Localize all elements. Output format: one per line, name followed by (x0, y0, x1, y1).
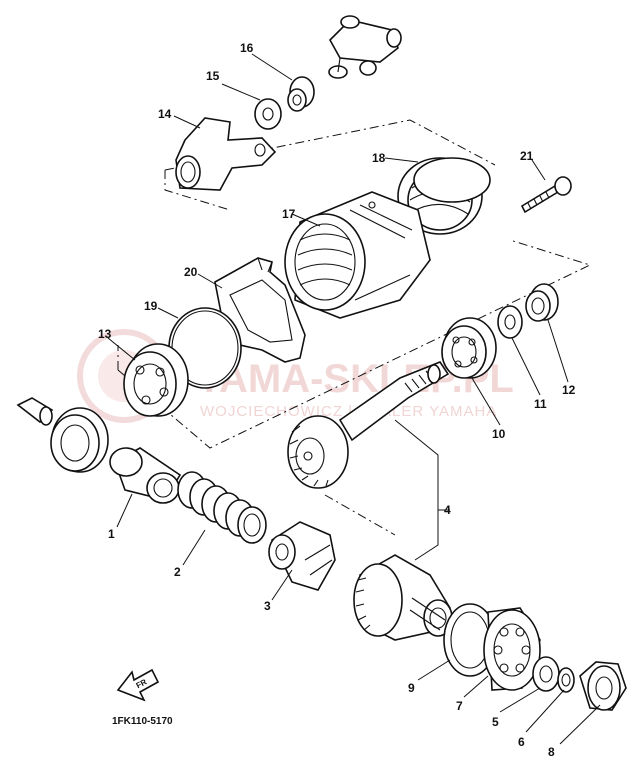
part-2-spring (177, 471, 267, 544)
callout-2: 2 (174, 565, 181, 579)
gear-pair-link (324, 419, 439, 561)
part-8-nut (579, 661, 627, 711)
callout-21: 21 (520, 149, 534, 163)
part-17-bellows (284, 191, 431, 319)
callout-18: 18 (372, 151, 386, 165)
callout-17: 17 (282, 207, 296, 221)
ring-gear (353, 554, 453, 641)
callout-4: 4 (444, 503, 451, 517)
part-21-bolt (520, 176, 572, 214)
callout-11: 11 (534, 397, 547, 411)
universal-joint-cross (328, 15, 402, 79)
callout-16: 16 (240, 41, 254, 55)
part-3-clutch (268, 521, 336, 591)
callout-14: 14 (158, 107, 172, 121)
part-13-bearing (123, 343, 189, 417)
part-1-sleeve (109, 447, 182, 504)
part-12-nut (525, 283, 559, 322)
part-4-pinion-shaft (287, 361, 450, 489)
drawing-code: 1FK110-5170 (112, 716, 173, 727)
callout-15: 15 (206, 69, 220, 83)
front-direction-arrow: FR (116, 668, 160, 702)
part-16-nut (287, 76, 315, 112)
part-7-bearing (483, 607, 541, 691)
part-6-lock-washer (557, 667, 575, 693)
callout-1: 1 (108, 527, 115, 541)
callout-10: 10 (492, 427, 506, 441)
part-10-bearing (441, 317, 497, 379)
watermark-dealer: WOJCIECHOWICZ | DEALER YAMAHA (200, 403, 497, 420)
callout-5: 5 (492, 715, 499, 729)
callout-3: 3 (264, 599, 271, 613)
callout-12: 12 (562, 383, 576, 397)
callout-7: 7 (456, 699, 463, 713)
part-11-washer (497, 305, 523, 339)
callout-6: 6 (518, 735, 525, 749)
callout-19: 19 (144, 299, 158, 313)
leader-lines (107, 53, 601, 745)
part-15-washer (254, 98, 282, 130)
callout-13: 13 (98, 327, 112, 341)
callout-8: 8 (548, 745, 555, 759)
shaft-stub (16, 397, 54, 426)
part-9-spacer (443, 603, 497, 677)
callouts: 1 2 3 4 5 6 7 8 9 10 11 12 13 14 15 16 1… (98, 41, 576, 759)
part-5-washer (532, 656, 560, 692)
callout-20: 20 (184, 265, 198, 279)
part-14-yoke (175, 117, 277, 191)
callout-9: 9 (408, 681, 415, 695)
oil-seal (50, 407, 109, 473)
